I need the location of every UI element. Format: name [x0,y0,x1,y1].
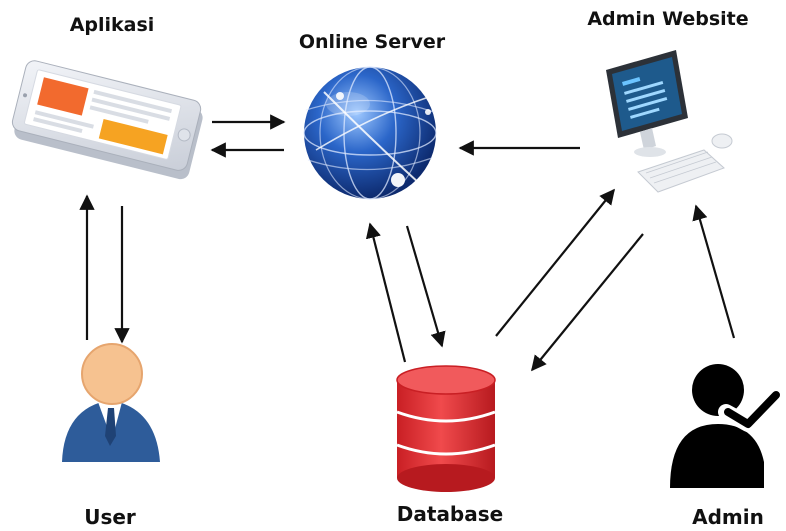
smartphone-app-icon [11,60,203,180]
arrow-database-to-server [365,222,407,363]
arrow-adminwebsite-to-database [531,233,644,372]
admin-website-label: Admin Website [587,8,748,30]
arrow-server-to-database [405,225,446,348]
arrow-database-to-adminwebsite [495,188,615,337]
user-person-icon [62,343,160,462]
user-label: User [84,505,136,529]
online-server-label: Online Server [299,31,446,53]
admin-label: Admin [692,505,764,529]
database-cylinder-icon [396,365,496,492]
globe-icon [303,66,437,200]
database-label: Database [397,502,503,526]
desktop-computer-icon [606,50,733,193]
arrow-admin-to-adminwebsite [692,204,736,339]
admin-user-check-icon [670,364,784,488]
connection-arrows [79,114,736,372]
aplikasi-label: Aplikasi [70,14,155,36]
